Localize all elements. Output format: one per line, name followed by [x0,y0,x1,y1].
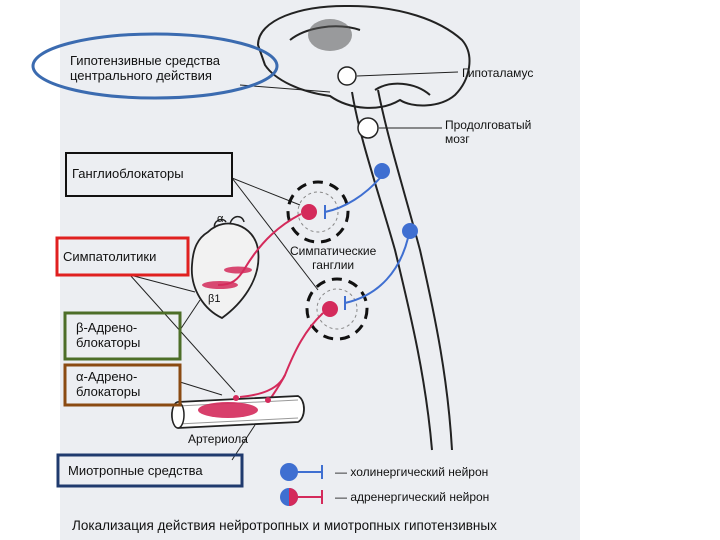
hypothalamus-nucleus [337,66,357,86]
ganglionic-pointer-2 [231,177,319,291]
adrenergic-neuron-upper [217,204,317,286]
arteriole-label: Артериола [188,432,248,446]
ganglion-inner-ring-lower [316,288,358,330]
beta-pointer [179,299,201,331]
legend-cholinergic-marker [280,463,323,481]
legend-adrenergic-marker [280,488,323,506]
medulla-label: Продолговатый мозг [445,118,532,146]
alpha-blockers-label: α-Адрено- блокаторы [76,369,141,399]
alpha-blockers-box [63,363,182,407]
brain-outline [256,4,471,109]
ganglionic-blockers-label: Ганглиоблокаторы [72,166,184,181]
spinal-cord [351,89,453,451]
ganglion-target-ring-lower [305,277,369,341]
brain-dark-region [308,19,352,51]
hypothalamus-label: Гипоталамус [462,66,534,80]
alpha-receptor-label: α [217,213,224,225]
central-pointer [239,84,331,93]
central-agents-label: Гипотензивные средства центрального дейс… [70,53,220,83]
page-background [60,0,580,540]
cholinergic-neuron-upper [324,163,390,219]
figure-caption: Локализация действия нейротропных и миот… [72,518,497,533]
alpha-pointer [179,381,223,396]
sympatholytics-label: Симпатолитики [63,249,157,264]
legend-cholinergic-label: — холинергический нейрон [335,465,489,479]
sympatholytics-pointer [129,274,196,293]
ganglionic-pointer [231,177,301,206]
sympathetic-ganglia-label: Симпатические ганглии [290,244,377,272]
beta-blockers-box [63,311,182,361]
myotropic-box [56,453,244,488]
arteriole-vessel [171,395,305,429]
legend-adrenergic-label: — адренергический нейрон [335,490,490,504]
sympatholytics-pointer-2 [129,274,236,393]
hypothalamus-pointer [356,71,459,77]
ganglion-target-ring-upper [286,180,350,244]
sympatholytics-box [55,236,190,277]
adrenergic-neuron-lower [239,301,338,403]
beta1-receptor-label: β1 [208,293,221,305]
myotropic-label: Миотропные средства [68,463,203,478]
ganglion-inner-ring-upper [297,191,339,233]
beta-blockers-label: β-Адрено- блокаторы [76,320,141,350]
cholinergic-neuron-lower [344,223,418,310]
medulla-nucleus [357,117,379,139]
heart-icon [191,215,260,320]
ganglionic-blockers-box [65,152,233,197]
central-agents-ring [31,32,279,100]
